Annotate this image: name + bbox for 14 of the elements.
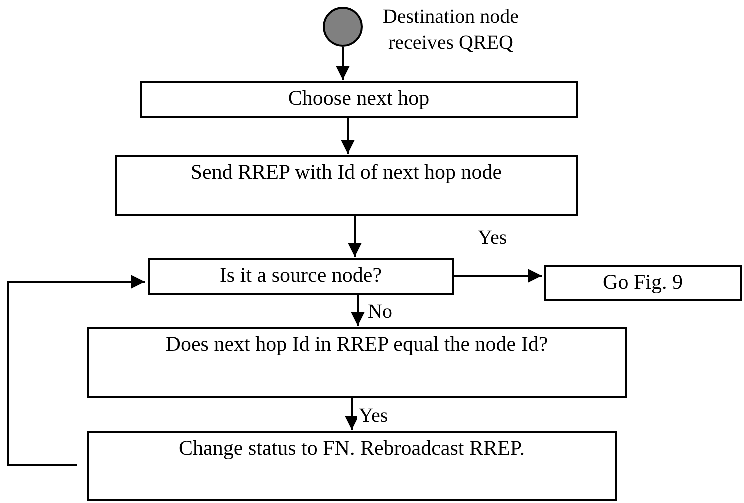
arrow — [348, 216, 362, 257]
arrow — [336, 47, 350, 80]
arrow — [7, 275, 145, 466]
process-box: Go Fig. 9 — [544, 265, 742, 301]
process-box: Is it a source node? — [148, 258, 454, 295]
arrow — [345, 398, 359, 430]
arrow — [351, 295, 365, 326]
arrow — [454, 269, 542, 283]
arrow — [341, 118, 355, 154]
node-caption: Destination node receives QREQ — [382, 5, 520, 56]
process-box: Choose next hop — [140, 81, 578, 118]
process-box: Does next hop Id in RREP equal the node Id? — [87, 327, 627, 398]
process-box: Send RREP with Id of next hop node — [115, 155, 578, 216]
process-box: Change status to FN. Rebroadcast RREP. — [87, 431, 617, 501]
